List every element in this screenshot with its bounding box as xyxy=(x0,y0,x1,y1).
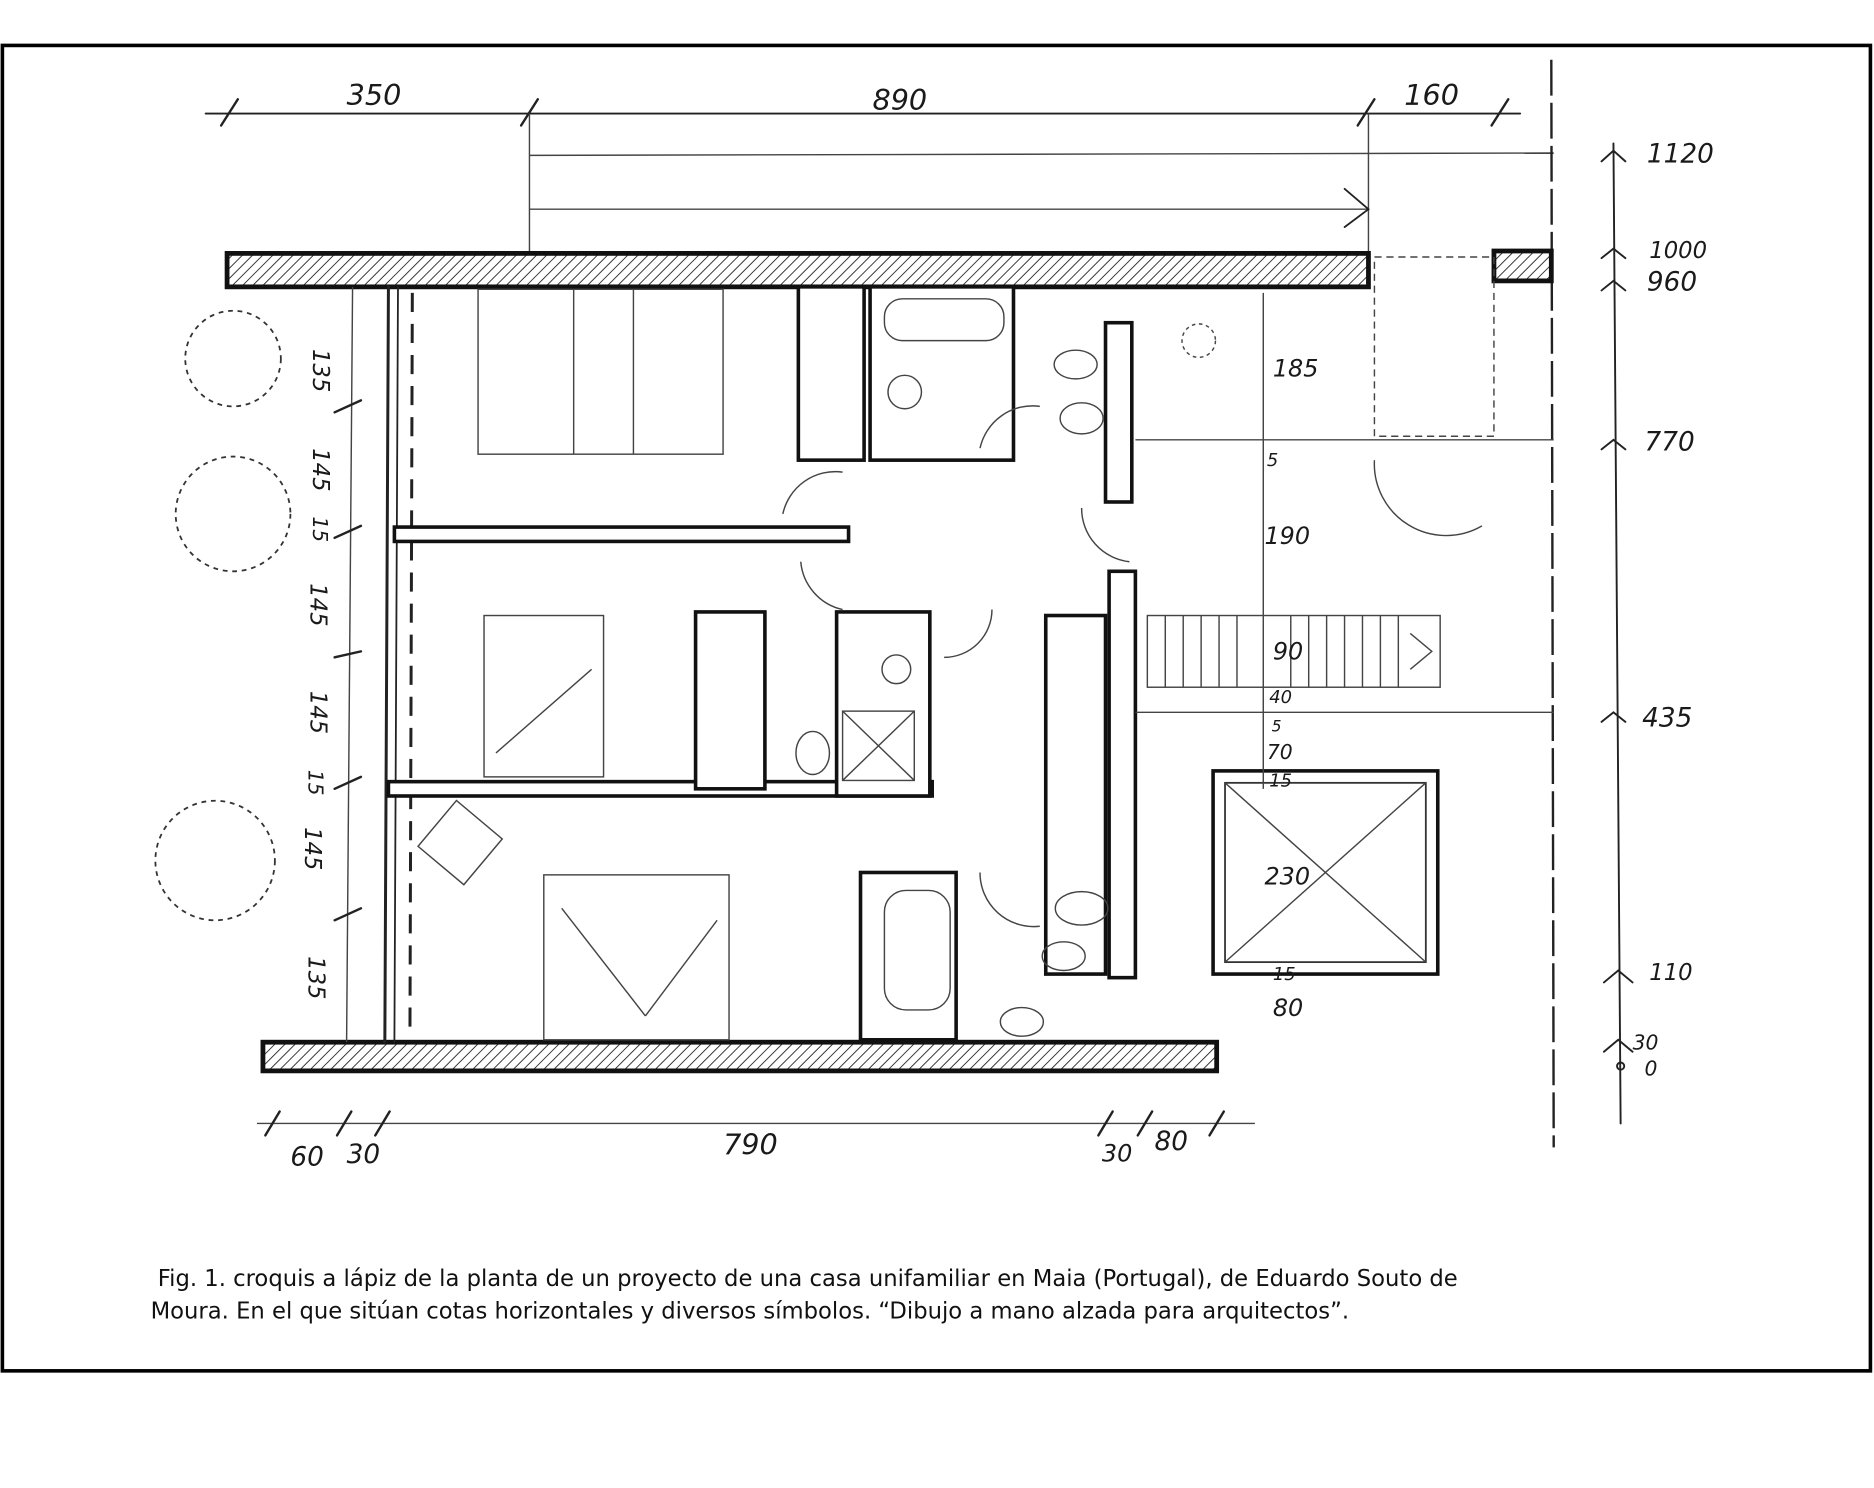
dim-bottom-790: 790 xyxy=(723,1128,778,1162)
caption-line-2: Moura. En el que sitúan cotas horizontal… xyxy=(151,1298,1349,1324)
interior-dimensions: 185 5 190 90 40 5 70 15 230 15 80 xyxy=(1264,354,1318,1021)
dim-left-145c: 145 xyxy=(305,691,331,734)
dim-190: 190 xyxy=(1264,522,1310,550)
dim-bottom-30a: 30 xyxy=(347,1140,380,1170)
dim-top-160: 160 xyxy=(1404,78,1459,112)
bottom-dimension-chain: 60 30 790 30 80 xyxy=(256,1110,1255,1172)
dim-80: 80 xyxy=(1273,994,1303,1022)
left-dimension-chain: 135 145 15 145 145 15 145 135 xyxy=(299,286,363,1043)
dim-left-15b: 15 xyxy=(303,770,327,796)
dim-70: 70 xyxy=(1267,740,1293,764)
dim-90: 90 xyxy=(1273,638,1303,666)
dim-left-135b: 135 xyxy=(302,956,328,999)
dim-185: 185 xyxy=(1273,354,1319,382)
dim-bottom-80: 80 xyxy=(1155,1127,1188,1157)
dim-5a: 5 xyxy=(1267,450,1278,471)
dim-left-145a: 145 xyxy=(307,448,333,491)
dim-left-15a: 15 xyxy=(308,516,332,542)
level-0: 0 xyxy=(1645,1057,1658,1081)
north-wall-east xyxy=(1491,248,1554,284)
dim-40: 40 xyxy=(1269,687,1292,708)
south-wall xyxy=(260,1039,1220,1074)
interior-walls xyxy=(386,285,1138,1042)
patio-square xyxy=(1211,769,1440,976)
furniture xyxy=(417,288,1483,1041)
level-1000: 1000 xyxy=(1649,238,1707,264)
staircase xyxy=(1146,614,1441,688)
dim-230: 230 xyxy=(1264,862,1310,890)
dim-bottom-30b: 30 xyxy=(1102,1140,1132,1168)
level-110: 110 xyxy=(1649,960,1692,986)
west-facade xyxy=(383,285,414,1044)
dim-15b: 15 xyxy=(1273,964,1296,985)
site-boundary-line xyxy=(1550,59,1555,1148)
level-30: 30 xyxy=(1633,1030,1659,1054)
level-435: 435 xyxy=(1642,704,1692,734)
top-dimension-chain: 350 890 160 xyxy=(204,78,1554,254)
level-770: 770 xyxy=(1645,428,1695,458)
dim-left-145b: 145 xyxy=(305,583,331,626)
dim-top-350: 350 xyxy=(347,78,402,112)
terrace-lines xyxy=(1135,256,1554,789)
tree-symbols xyxy=(154,309,292,922)
north-wall xyxy=(224,250,1371,290)
dim-15a: 15 xyxy=(1269,770,1292,791)
dim-left-135a: 135 xyxy=(307,349,333,392)
dim-top-890: 890 xyxy=(872,83,927,117)
level-1120: 1120 xyxy=(1647,140,1714,170)
dim-5b: 5 xyxy=(1272,717,1282,735)
level-960: 960 xyxy=(1647,267,1697,297)
dim-bottom-60: 60 xyxy=(290,1142,323,1172)
dim-left-145d: 145 xyxy=(299,827,325,870)
caption-line-1: Fig. 1. croquis a lápiz de la planta de … xyxy=(158,1266,1458,1292)
figure-frame xyxy=(0,43,1873,1373)
level-axis: 1120 1000 960 770 435 110 30 0 xyxy=(1600,140,1714,1125)
